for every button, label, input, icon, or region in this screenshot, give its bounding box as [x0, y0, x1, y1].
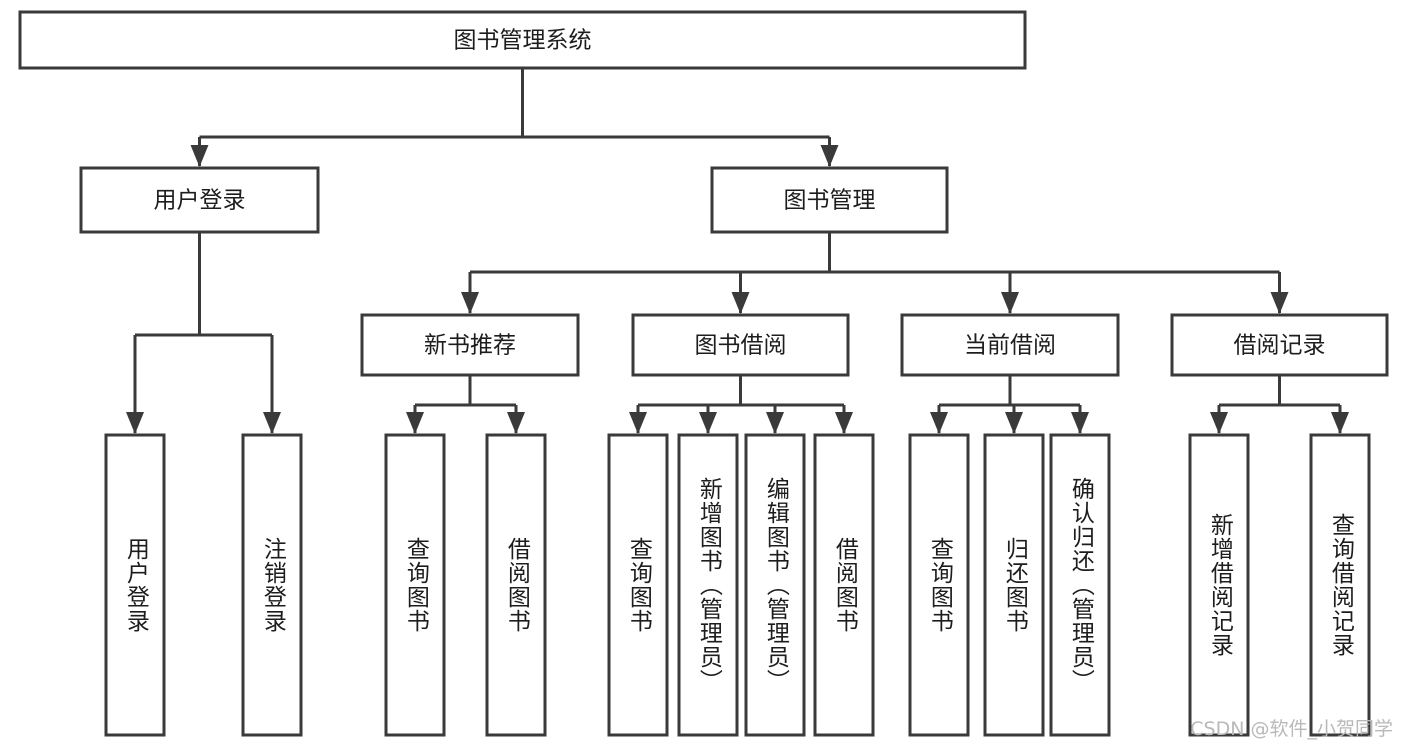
- node-leaf-借阅图书-3[interactable]: 借阅图书: [485, 433, 547, 737]
- node-l2-图书管理-1[interactable]: 图书管理: [710, 166, 949, 234]
- node-label: 当前借阅: [964, 333, 1056, 359]
- node-leaf-借阅图书-7[interactable]: 借阅图书: [813, 433, 875, 737]
- node-l3-当前借阅-2[interactable]: 当前借阅: [900, 313, 1120, 377]
- node-label: 借阅图书: [831, 537, 858, 633]
- node-leaf-用户登录-0[interactable]: 用户登录: [104, 433, 166, 737]
- node-label: 注销登录: [259, 537, 286, 633]
- node-label: 图书借阅: [695, 333, 787, 359]
- node-label: 借阅图书: [503, 537, 530, 633]
- node-label: 查询图书: [926, 537, 953, 633]
- node-label: 借阅记录: [1234, 333, 1326, 359]
- node-label: 查询图书: [402, 537, 429, 633]
- node-leaf-查询图书-2[interactable]: 查询图书: [384, 433, 446, 737]
- node-label: 图书管理系统: [454, 28, 592, 54]
- node-label: 编辑图书（管理员）: [762, 477, 789, 693]
- node-label: 新增借阅记录: [1206, 513, 1233, 657]
- node-label: 查询图书: [625, 537, 652, 633]
- node-leaf-查询图书-4[interactable]: 查询图书: [607, 433, 669, 737]
- node-label: 归还图书: [1001, 537, 1028, 633]
- node-label: 查询借阅记录: [1327, 513, 1354, 657]
- node-leaf-新增借阅记录-11[interactable]: 新增借阅记录: [1188, 433, 1250, 737]
- node-label: 新增图书（管理员）: [695, 477, 722, 693]
- node-l3-新书推荐-0[interactable]: 新书推荐: [360, 313, 580, 377]
- boxes-layer: 图书管理系统用户登录图书管理新书推荐图书借阅当前借阅借阅记录用户登录注销登录查询…: [18, 10, 1389, 737]
- node-label: 确认归还（管理员）: [1067, 477, 1094, 693]
- node-leaf-确认归还管理员-10[interactable]: 确认归还（管理员）: [1049, 433, 1111, 737]
- node-l3-借阅记录-3[interactable]: 借阅记录: [1170, 313, 1389, 377]
- node-leaf-查询图书-8[interactable]: 查询图书: [908, 433, 970, 737]
- connectors-layer: [126, 68, 1349, 434]
- node-l3-图书借阅-1[interactable]: 图书借阅: [631, 313, 850, 377]
- node-leaf-归还图书-9[interactable]: 归还图书: [983, 433, 1045, 737]
- node-label: 用户登录: [122, 537, 149, 633]
- node-leaf-注销登录-1[interactable]: 注销登录: [241, 433, 303, 737]
- node-leaf-查询借阅记录-12[interactable]: 查询借阅记录: [1309, 433, 1371, 737]
- node-l2-用户登录-0[interactable]: 用户登录: [79, 166, 320, 234]
- node-root-图书管理系统-0[interactable]: 图书管理系统: [18, 10, 1027, 70]
- node-leaf-编辑图书管理员-6[interactable]: 编辑图书（管理员）: [744, 433, 806, 737]
- node-label: 用户登录: [154, 188, 246, 214]
- node-label: 图书管理: [784, 188, 876, 214]
- node-leaf-新增图书管理员-5[interactable]: 新增图书（管理员）: [677, 433, 739, 737]
- node-label: 新书推荐: [424, 333, 516, 359]
